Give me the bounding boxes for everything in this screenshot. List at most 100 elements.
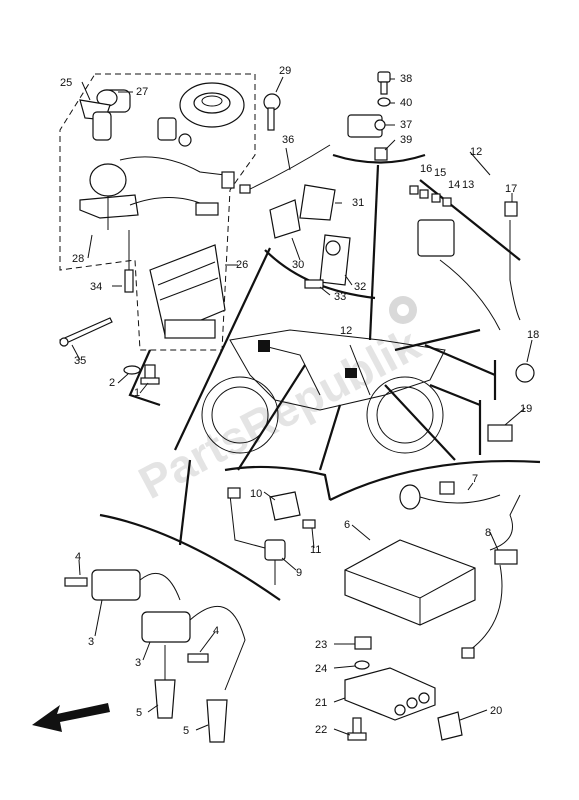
part-label-36: 36 xyxy=(282,134,294,146)
callout-line xyxy=(384,384,456,461)
bracket xyxy=(329,459,541,501)
rectifier-21 xyxy=(344,667,436,721)
sensor-20 xyxy=(437,711,463,741)
part-label-15: 15 xyxy=(434,167,446,179)
ignition-group-outline xyxy=(59,73,256,351)
part-label-4-left: 4 xyxy=(75,551,81,563)
part-label-3-right: 3 xyxy=(135,657,141,669)
callout-line xyxy=(429,383,481,407)
callout-line xyxy=(318,404,342,471)
part-label-33: 33 xyxy=(334,291,346,303)
part-label-17: 17 xyxy=(505,183,517,195)
part-label-34: 34 xyxy=(90,281,102,293)
ignition-switch xyxy=(79,89,131,141)
coil-9 xyxy=(227,487,286,585)
ecu-unit xyxy=(149,244,226,339)
callout-line xyxy=(128,349,161,407)
plug-cap-5a xyxy=(154,645,176,719)
part-label-16: 16 xyxy=(420,163,432,175)
bracket-31 xyxy=(299,184,336,221)
clip-23 xyxy=(354,636,372,650)
callout-line xyxy=(368,164,380,341)
bracket xyxy=(332,153,426,164)
part-label-23: 23 xyxy=(315,639,327,651)
part-label-20: 20 xyxy=(490,705,502,717)
part-label-24: 24 xyxy=(315,663,327,675)
cable-tie-35 xyxy=(59,317,113,347)
part-label-40: 40 xyxy=(400,97,412,109)
part-label-27: 27 xyxy=(136,86,148,98)
part-label-2: 2 xyxy=(109,377,115,389)
relay-37 xyxy=(347,114,386,138)
part-label-31: 31 xyxy=(352,197,364,209)
part-label-6: 6 xyxy=(344,519,350,531)
part-label-35: 35 xyxy=(74,355,86,367)
callout-line xyxy=(178,459,192,546)
sensor-18 xyxy=(515,363,535,383)
part-label-37: 37 xyxy=(400,119,412,131)
washer-24 xyxy=(354,660,370,670)
part-label-29: 29 xyxy=(279,65,291,77)
fuse-box-group xyxy=(409,185,521,331)
part-label-4-right: 4 xyxy=(213,625,219,637)
part-label-32: 32 xyxy=(354,281,366,293)
part-label-12-top: 12 xyxy=(470,146,482,158)
bolt-38 xyxy=(377,71,391,95)
part-label-30: 30 xyxy=(292,259,304,271)
harness-8 xyxy=(461,494,521,659)
part-label-9: 9 xyxy=(296,567,302,579)
part-label-11: 11 xyxy=(310,544,321,556)
washer-40 xyxy=(377,97,391,107)
part-label-3-left: 3 xyxy=(88,636,94,648)
sensor-19 xyxy=(487,424,513,442)
clip-39 xyxy=(374,147,388,161)
callout-line xyxy=(394,328,481,352)
cable-7 xyxy=(399,481,501,510)
part-label-28: 28 xyxy=(72,253,84,265)
bracket xyxy=(99,513,281,601)
lock-assembly xyxy=(157,117,192,147)
bolt-11 xyxy=(302,519,316,529)
part-label-39: 39 xyxy=(400,134,412,146)
coil-3b xyxy=(141,605,246,691)
bolt-33 xyxy=(304,279,324,289)
leader-lines xyxy=(71,76,533,736)
part-label-14: 14 xyxy=(448,179,460,191)
part-label-10: 10 xyxy=(250,488,262,500)
relay-30 xyxy=(269,199,301,239)
battery-6 xyxy=(344,539,476,626)
holder-32 xyxy=(319,234,351,286)
watermark: PartsRepublik xyxy=(130,318,428,509)
part-label-1: 1 xyxy=(134,387,140,399)
part-label-18: 18 xyxy=(527,329,539,341)
part-label-7: 7 xyxy=(472,473,478,485)
fuel-cap xyxy=(179,82,245,128)
cable-36 xyxy=(239,144,331,194)
gear-logo-icon xyxy=(389,296,417,324)
sensor-34 xyxy=(124,230,134,293)
bolt-1 xyxy=(140,364,160,385)
part-label-5-right: 5 xyxy=(183,725,189,737)
coil-3a xyxy=(91,569,181,601)
part-label-13: 13 xyxy=(462,179,474,191)
callout-line xyxy=(424,343,496,377)
callout-line xyxy=(174,247,271,451)
part-label-8: 8 xyxy=(485,527,491,539)
front-arrow-icon xyxy=(32,703,110,732)
bracket xyxy=(419,179,521,261)
part-label-12-center: 12 xyxy=(340,325,352,337)
motorcycle-outline xyxy=(201,329,446,454)
part-label-38: 38 xyxy=(400,73,412,85)
part-label-22: 22 xyxy=(315,724,327,736)
main-switch-body xyxy=(79,156,235,230)
part-label-25: 25 xyxy=(60,77,72,89)
part-label-5-left: 5 xyxy=(136,707,142,719)
bracket xyxy=(224,465,332,501)
plug-cap-5b xyxy=(206,699,228,743)
washer-2 xyxy=(123,365,141,375)
bolt-22 xyxy=(347,717,367,741)
bolt-4a xyxy=(64,577,88,587)
coil-10 xyxy=(269,491,301,521)
part-label-26: 26 xyxy=(236,259,248,271)
